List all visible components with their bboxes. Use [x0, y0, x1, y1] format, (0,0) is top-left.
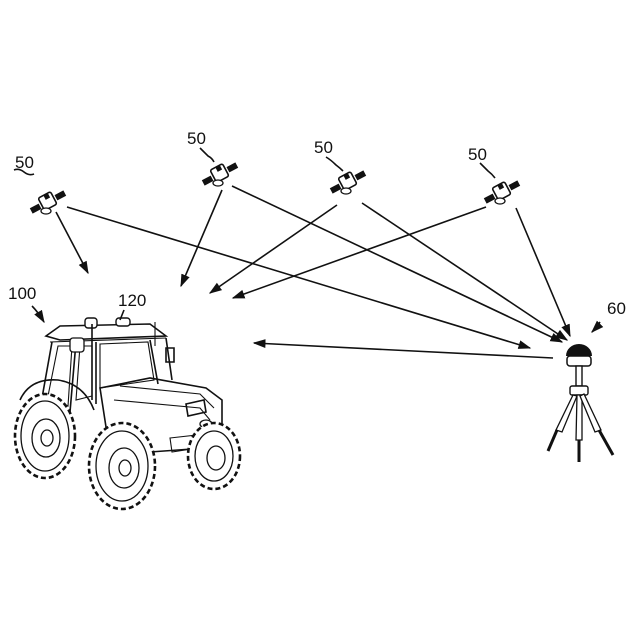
arrow-sat2-to-tractor	[181, 190, 222, 286]
arrow-sat4-to-base	[516, 208, 570, 336]
satellite-3	[326, 157, 366, 194]
base-station	[548, 344, 613, 462]
satellite-4	[480, 163, 520, 204]
arrow-sat4-to-tractor	[233, 207, 486, 298]
arrow-sat1-to-tractor	[56, 212, 88, 273]
base-station-tripod	[548, 394, 613, 462]
satellite-4-leader	[480, 163, 495, 178]
satellite-3-label: 50	[314, 138, 333, 157]
signal-arrows	[56, 186, 570, 358]
arrow-base-to-tractor	[254, 343, 553, 358]
arrow-sat2-to-base	[232, 186, 562, 342]
rear-wheel	[15, 394, 75, 478]
satellite-1	[14, 169, 66, 214]
front-wheel-near	[89, 423, 155, 509]
base-station-label: 60	[607, 299, 626, 318]
base-station-leader	[592, 322, 600, 332]
arrow-sat1-to-base	[67, 207, 530, 348]
tractor	[15, 318, 240, 509]
satellite-2-leader	[200, 148, 214, 162]
receiver-label: 120	[118, 291, 146, 310]
tractor-label: 100	[8, 284, 36, 303]
arrow-sat3-to-base	[362, 203, 567, 340]
front-wheel-far	[188, 423, 240, 489]
satellite-3-leader	[326, 157, 343, 171]
satellite-2-label: 50	[187, 129, 206, 148]
satellite-2	[200, 148, 238, 186]
arrow-sat3-to-tractor	[210, 205, 337, 293]
base-station-antenna	[566, 344, 592, 356]
satellite-1-label: 50	[15, 153, 34, 172]
satellite-4-label: 50	[468, 145, 487, 164]
tractor-leader	[32, 306, 44, 322]
